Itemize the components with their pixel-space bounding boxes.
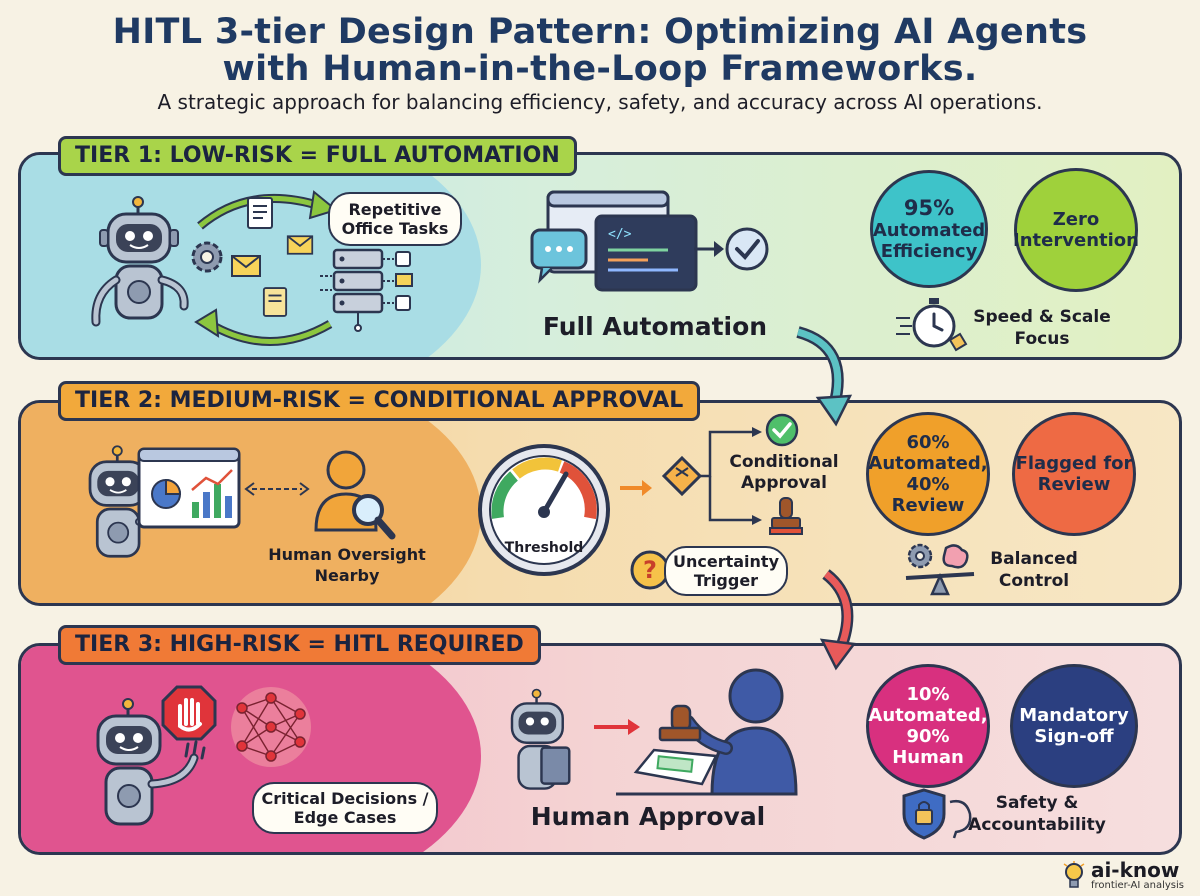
- title-line-1: HITL 3-tier Design Pattern: Optimizing A…: [112, 12, 1088, 52]
- tier1-bubble-line-1: Repetitive: [348, 200, 442, 219]
- shield-lock-icon: [902, 788, 972, 840]
- gauge-icon: [478, 444, 610, 576]
- stopwatch-icon: [896, 298, 968, 352]
- svg-text:</>: </>: [608, 227, 632, 242]
- tier3-bubble-line-2: Edge Cases: [293, 808, 397, 827]
- document-icon: [247, 197, 273, 229]
- tier3-stat1-line-3: 90% Human: [892, 726, 964, 768]
- robot-icon: [91, 196, 189, 327]
- tier1-focus-line-2: Focus: [1014, 329, 1070, 349]
- stop-hand-icon: [161, 685, 217, 741]
- tier1-focus-line-1: Speed & Scale: [973, 307, 1111, 327]
- tier3-critical-bubble: Critical Decisions /Edge Cases: [252, 782, 438, 834]
- tier3-stat1-line-1: 10%: [906, 684, 950, 705]
- code-window-icon: </>: [530, 190, 698, 292]
- tier1-label: TIER 1: LOW-RISK = FULL AUTOMATION: [58, 136, 577, 176]
- tier1-stat1-line-1: 95%: [903, 196, 955, 220]
- page-subtitle: A strategic approach for balancing effic…: [157, 90, 1043, 114]
- balance-icon: [905, 543, 975, 596]
- arrow-right: [694, 241, 724, 257]
- chart-icon: [137, 447, 241, 529]
- server-icon: [320, 248, 413, 332]
- arrow-right: [594, 719, 640, 735]
- decision-diamond-icon: [661, 427, 762, 525]
- tier3-stat-automated-10: 10%Automated,90% Human: [866, 664, 990, 788]
- tier2-label: TIER 2: MEDIUM-RISK = CONDITIONAL APPROV…: [58, 381, 701, 421]
- robot-icon: [96, 698, 206, 826]
- tier1-caption: Full Automation: [542, 312, 768, 341]
- tier3-caption: Human Approval: [530, 802, 766, 831]
- tier1-stat1-line-3: Efficiency: [880, 241, 978, 262]
- tier3-stat2-line-2: Sign-off: [1034, 726, 1114, 747]
- tier2-stat1-line-1: 60%: [906, 432, 950, 453]
- lightbulb-icon: [1063, 861, 1085, 888]
- stamp-icon: [769, 497, 803, 535]
- arrow-right: [620, 480, 652, 496]
- tier3-stat1-line-2: Automated,: [868, 705, 988, 726]
- gauge-label: Threshold: [504, 540, 584, 556]
- brand-tagline: frontier-AI analysis: [1090, 880, 1184, 891]
- envelope-icon: [231, 255, 261, 277]
- person-icon: [314, 450, 396, 540]
- brand-name: ai-know: [1090, 858, 1180, 882]
- tier2-approval-line-1: Conditional: [729, 452, 839, 472]
- question-icon: ?: [630, 550, 670, 590]
- tier2-stat2-line-2: Review: [1037, 474, 1111, 495]
- tier3-bubble-line-1: Critical Decisions /: [261, 789, 429, 808]
- tier2-trigger-line-2: Trigger: [693, 571, 759, 590]
- envelope-icon: [286, 235, 314, 255]
- tier2-focus-line-2: Control: [998, 571, 1070, 591]
- tier1-bubble-line-2: Office Tasks: [341, 219, 449, 238]
- tier2-stat2-line-1: Flagged for: [1015, 453, 1133, 474]
- tier1-stat2-line-2: Intervention: [1013, 230, 1139, 251]
- tier3-focus-line-1: Safety &: [995, 793, 1079, 813]
- neural-network-icon: [231, 687, 311, 767]
- tier1-stat1-line-2: Automated: [872, 220, 986, 241]
- tier2-trigger-line-1: Uncertainty: [672, 552, 779, 571]
- curved-arrow-tier2-to-tier3: [819, 569, 857, 671]
- tier3-stat2-line-1: Mandatory: [1019, 705, 1129, 726]
- tier2-stat-automated-60: 60%Automated,40% Review: [866, 412, 990, 536]
- dashed-double-arrow: [244, 482, 310, 496]
- tier3-focus-label: Safety &Accountability: [964, 792, 1110, 836]
- tier2-approval-line-2: Approval: [741, 473, 827, 493]
- svg-text:?: ?: [643, 556, 657, 584]
- tier3-focus-line-2: Accountability: [968, 815, 1106, 835]
- tier3-label: TIER 3: HIGH-RISK = HITL REQUIRED: [58, 625, 541, 665]
- tier1-stat2-line-1: Zero: [1052, 209, 1100, 230]
- gear-icon: [191, 241, 223, 273]
- curved-arrow-tier1-to-tier2: [796, 326, 853, 427]
- checkmark-icon: [725, 227, 769, 271]
- tier2-focus-line-1: Balanced: [990, 549, 1078, 569]
- tier2-stat1-line-3: 40% Review: [891, 474, 965, 516]
- title-line-2: with Human-in-the-Loop Frameworks.: [222, 49, 978, 89]
- tier2-oversight-line-1: Human Oversight: [268, 545, 426, 564]
- tier2-oversight-line-2: Nearby: [314, 566, 380, 585]
- tier3-panel: [18, 643, 1182, 855]
- document-icon: [262, 287, 288, 317]
- robot-icon: [510, 688, 571, 790]
- page-title: HITL 3-tier Design Pattern: Optimizing A…: [0, 14, 1200, 88]
- tier2-stat1-line-2: Automated,: [868, 453, 988, 474]
- brand-logo: ai-know frontier-AI analysis: [1063, 860, 1184, 892]
- checkmark-icon: [765, 413, 799, 447]
- human-approval-illustration: [616, 668, 798, 796]
